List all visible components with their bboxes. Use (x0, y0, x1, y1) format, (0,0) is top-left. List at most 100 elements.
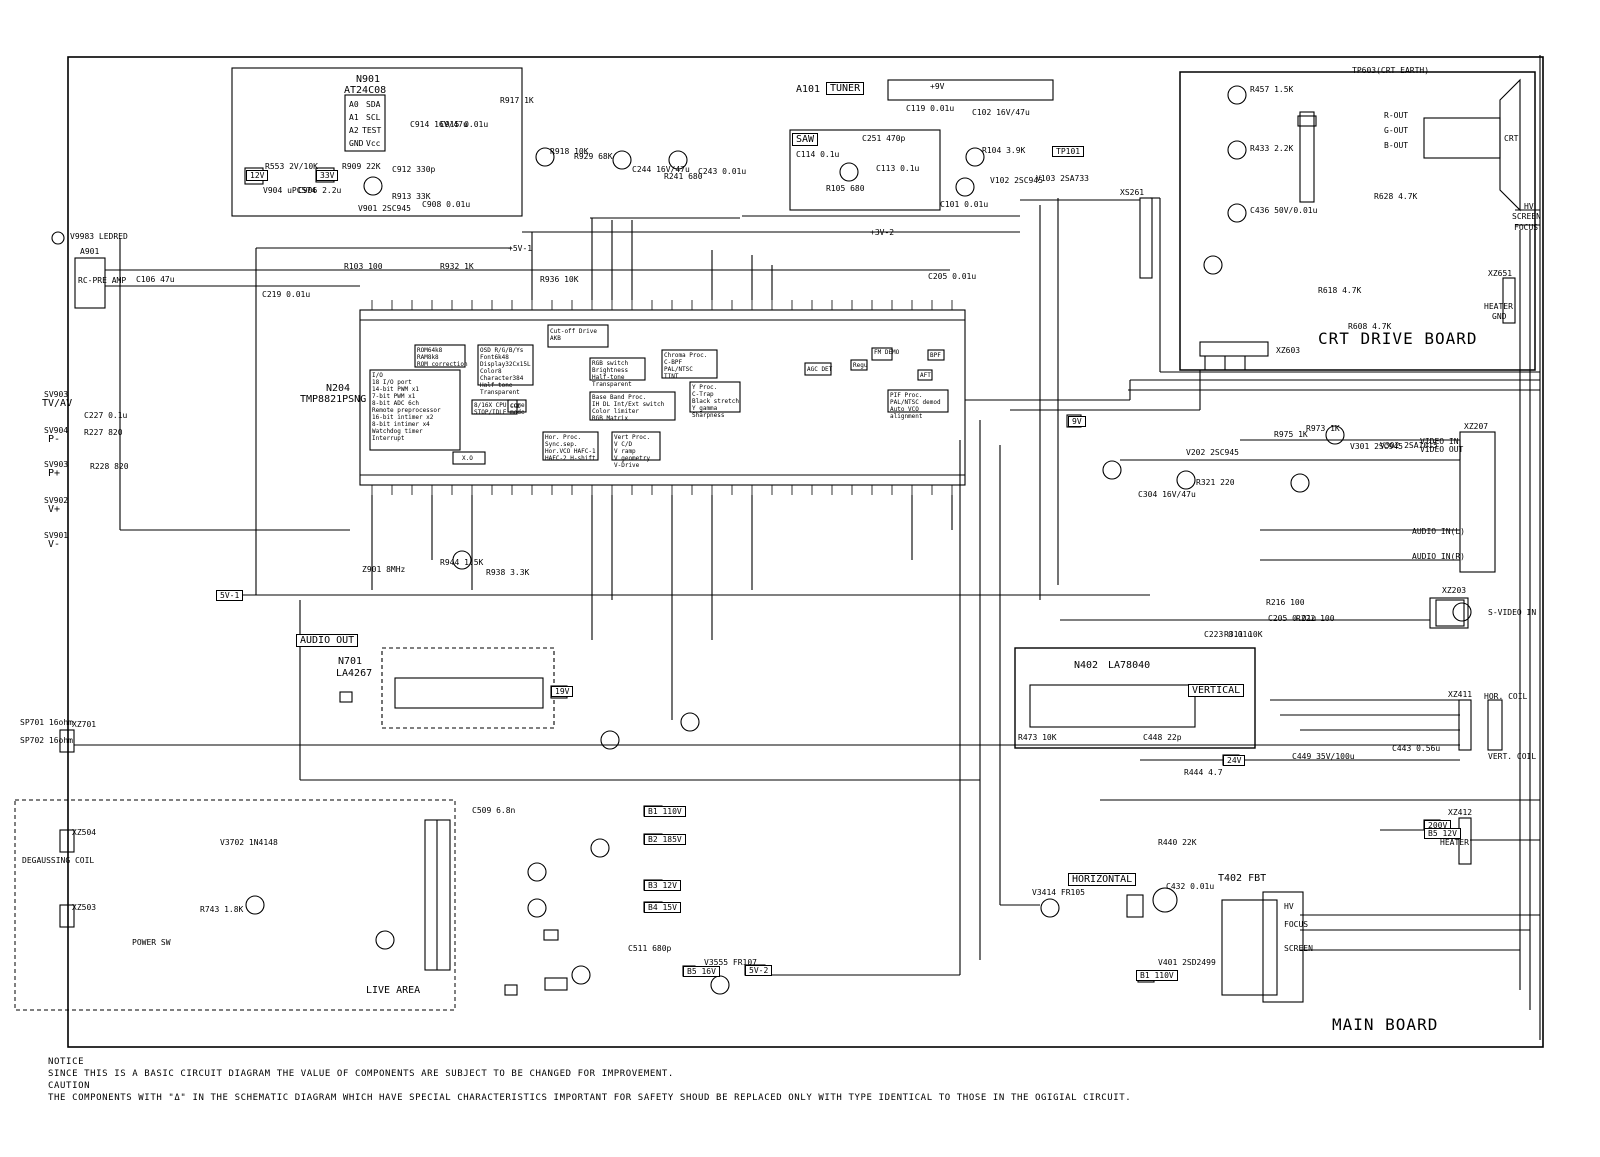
component-ref: V202 2SC945 (1186, 448, 1239, 457)
hor-coil-label: HOR. COIL (1484, 692, 1528, 701)
component-ref: Z901 8MHz (362, 565, 406, 574)
rail-label: B3 12V (644, 880, 681, 891)
component-ref: R433 2.2K (1250, 144, 1294, 153)
n402-frame (1014, 647, 1256, 749)
component-ref: V904 uPC574 (263, 186, 316, 195)
fbt-pin-label: HV (1284, 902, 1294, 911)
key-switch-label: V- (48, 539, 61, 550)
component-ref: V3414 FR105 (1032, 888, 1085, 897)
component-ref: R105 680 (826, 184, 865, 193)
component-ref: R440 22K (1158, 838, 1197, 847)
component-ref: V401 2SD2499 (1158, 958, 1216, 967)
speaker-label: SP701 16ohm (20, 718, 73, 727)
xz503-connector (59, 904, 75, 928)
xz603-connector (1199, 341, 1269, 357)
component-ref: C102 16V/47u (972, 108, 1030, 117)
component-ref: R909 22K (342, 162, 381, 171)
n402-chip (1029, 684, 1196, 728)
component-ref: C251 470p (862, 134, 906, 143)
rail-label: B5 16V (683, 966, 720, 977)
crt-right-label: HV (1524, 202, 1534, 211)
audio-ic-part: LA4267 (336, 668, 373, 679)
connector-label: XZ412 (1448, 808, 1473, 817)
horizontal-label: HORIZONTAL (1068, 873, 1137, 886)
component-ref: C906 2.2u (298, 186, 342, 195)
key-switch-name: SV903 (44, 460, 69, 469)
component-ref: C912 330p (392, 165, 436, 174)
xs261-connector (1139, 197, 1153, 279)
xz207-pin-label: AUDIO IN(R) (1412, 552, 1465, 561)
rail-label: 12V (246, 170, 269, 181)
audio-out-label: AUDIO OUT (296, 634, 359, 647)
rail-label: +5V-1 (508, 244, 533, 253)
connector-label: XZ503 (72, 903, 97, 912)
main-ic-block: Chroma Proc. C-BPF PAL/NTSC TINT (664, 352, 708, 380)
tp101-label: TP101 (1052, 146, 1085, 157)
component-ref: C449 35V/100u (1292, 752, 1355, 761)
component-ref: R918 10K (550, 147, 589, 156)
component-ref: C106 47u (136, 275, 175, 284)
component-ref: R628 4.7K (1374, 192, 1418, 201)
component-ref: R975 1K (1274, 430, 1308, 439)
eeprom-pin: SDA (366, 100, 381, 109)
component-ref: R311 10K (1224, 630, 1263, 639)
connector-label: XZ203 (1442, 586, 1467, 595)
power-sw-label: POWER SW (132, 938, 171, 947)
component-ref: R457 1.5K (1250, 85, 1294, 94)
eeprom-pin: TEST (362, 126, 382, 135)
component-ref: C436 50V/0.01u (1250, 206, 1318, 215)
component-ref: R936 10K (540, 275, 579, 284)
saw-area-frame (789, 129, 941, 211)
component-ref: R618 4.7K (1318, 286, 1362, 295)
main-ic-block: Hor. Proc. Sync.sep. Hor.VCO HAFC-1 HAFC… (545, 434, 596, 462)
component-ref: R938 3.3K (486, 568, 530, 577)
key-switch-name: SV902 (44, 496, 69, 505)
component-ref: V3702 1N4148 (220, 838, 278, 847)
main-ic-block: ROM64k8 RAM8k8 ROM correction (417, 347, 468, 368)
crt-tube-outline (1499, 78, 1521, 212)
connector-label: XZ207 (1464, 422, 1489, 431)
component-ref: R473 10K (1018, 733, 1057, 742)
component-ref: R222 100 (1296, 614, 1335, 623)
main-board-frame (67, 56, 1544, 1048)
component-ref: R973 1K (1306, 424, 1340, 433)
a901-box (74, 257, 106, 309)
connector-label: XZ651 (1488, 269, 1513, 278)
crt-board-frame (1179, 71, 1536, 371)
xz504-connector (59, 829, 75, 853)
main-ic-part: TMP8821PSNG (300, 394, 367, 405)
component-ref: C243 0.01u (698, 167, 747, 176)
caution-heading: CAUTION (48, 1081, 91, 1091)
component-ref: R103 100 (344, 262, 383, 271)
xz411-connector (1458, 699, 1472, 751)
connector-label: XZ701 (72, 720, 97, 729)
component-ref: R227 820 (84, 428, 123, 437)
connector-label: XS261 (1120, 188, 1145, 197)
component-ref: C304 16V/47u (1138, 490, 1196, 499)
crt-out-label: G-OUT (1384, 126, 1409, 135)
notice-text: SINCE THIS IS A BASIC CIRCUIT DIAGRAM TH… (48, 1069, 674, 1079)
main-ic-block: RGB switch Brightness Half-tone Transpar… (592, 360, 632, 388)
fbt-pin-label: SCREEN (1284, 944, 1313, 953)
connector-label: XZ504 (72, 828, 97, 837)
xz207-pin-label: AUDIO IN(L) (1412, 527, 1465, 536)
main-ic-block: Vert Proc. V C/D V ramp V geometry V-Dri… (614, 434, 651, 469)
main-ic-block: OSD R/G/B/Ys Font6k48 Display32Cx15L Col… (480, 347, 531, 396)
main-ic-block: BPF (930, 352, 941, 359)
key-switch-label: P+ (48, 468, 61, 479)
component-ref: R917 1K (500, 96, 534, 105)
gnd-label: GND (1492, 312, 1507, 321)
component-ref: R608 4.7K (1348, 322, 1392, 331)
vert-ic-part: LA78040 (1108, 660, 1151, 671)
main-ic-block: I/O 18 I/O port 14-bit PWM x1 7-bit PWM … (372, 372, 441, 442)
key-switch-name: SV903 (44, 390, 69, 399)
component-ref: R228 820 (90, 462, 129, 471)
xz207-connector (1459, 431, 1496, 573)
eeprom-pin: GND (349, 139, 364, 148)
tuner-ref: A101 (796, 84, 821, 95)
component-ref: V301 2SC945 (1350, 442, 1403, 451)
component-ref: V103 2SA733 (1036, 174, 1089, 183)
connector-label: TP603(CRT EARTH) (1352, 66, 1430, 75)
rail-label: B1 110V (644, 806, 686, 817)
